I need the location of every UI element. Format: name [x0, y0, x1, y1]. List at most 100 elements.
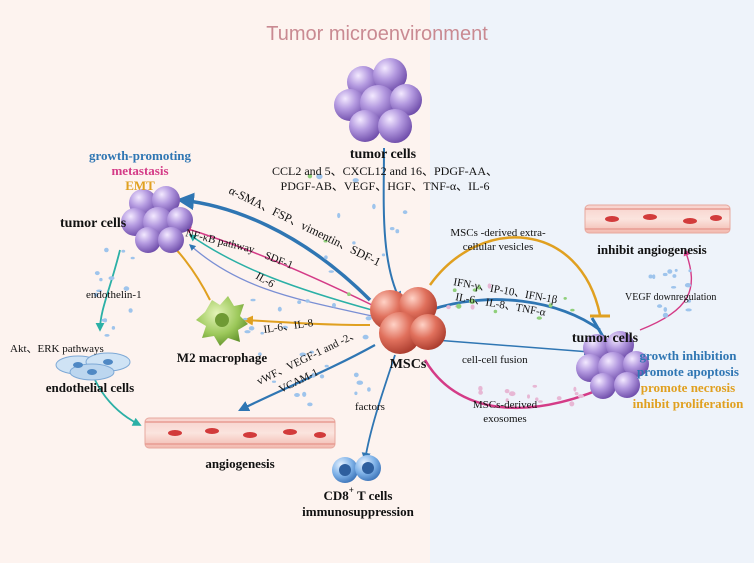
- vesicle-dot: [569, 401, 575, 407]
- secreted-vesicles: [93, 173, 692, 407]
- vesicle-dot: [309, 350, 314, 354]
- vesicle-dot: [243, 317, 248, 321]
- vesicle-dot: [478, 385, 483, 392]
- vesicle-dot: [316, 173, 323, 180]
- vesicle-dot: [121, 249, 126, 253]
- vesicle-dot: [347, 292, 351, 297]
- cd8-superscript: +: [349, 485, 354, 495]
- vesicle-dot: [556, 396, 562, 401]
- exosomes-line-1: MSCs-derived: [473, 399, 538, 411]
- vesicle-dot: [536, 316, 542, 320]
- vesicle-dot: [282, 325, 288, 329]
- vesicle-dot: [577, 394, 585, 399]
- vesicle-dot: [299, 352, 307, 357]
- inhibit-ifn-arrow: [429, 298, 601, 332]
- vesicle-dot: [94, 271, 100, 276]
- vesicle-dot: [260, 331, 265, 335]
- vesicle-dot: [662, 272, 668, 277]
- inhibit-angiogenesis-vessel: [584, 204, 731, 234]
- vesicle-dot: [570, 308, 575, 312]
- vesicle-dot: [662, 312, 669, 318]
- vesicle-dot: [294, 393, 300, 397]
- cd8-t-cells-illustration: [332, 455, 381, 483]
- vesicle-dot: [311, 372, 316, 378]
- arrow-mscs-to-angiogenesis: [238, 344, 376, 411]
- angiogenesis-label: angiogenesis: [205, 456, 274, 471]
- exosomes-line-2: exosomes: [483, 413, 526, 425]
- vesicle-dot: [99, 277, 103, 282]
- vesicle-dot: [250, 298, 256, 302]
- mscs-cluster: [370, 287, 446, 354]
- vesicle-dot: [663, 307, 668, 312]
- vesicle-dot: [367, 387, 371, 392]
- tumor-cells-right-cluster: [576, 331, 649, 399]
- vesicle-dot: [354, 391, 358, 396]
- vesicle-dot: [574, 392, 579, 396]
- vesicle-dot: [277, 306, 282, 312]
- effect-growth-inhibition: growth inhibition: [640, 348, 738, 363]
- vesicle-dot: [508, 391, 516, 397]
- cytokines-line-1: CCL2 and 5、CXCL12 and 16、PDGF-AA、: [272, 164, 498, 178]
- effect-growth-promoting: growth-promoting: [89, 148, 192, 163]
- factors-label: factors: [355, 401, 385, 413]
- vesicle-dot: [111, 326, 116, 330]
- vesicle-dot: [123, 286, 130, 291]
- vesicle-dot: [684, 283, 692, 288]
- vesicle-dot: [573, 386, 577, 392]
- vesicle-dot: [667, 269, 673, 274]
- vesicle-dot: [248, 326, 255, 331]
- vesicle-dot: [352, 178, 359, 183]
- arrow-endothelial-to-angiogenesis: [94, 379, 142, 426]
- vesicle-dot: [297, 300, 302, 304]
- vesicle-dot: [362, 334, 369, 340]
- inhibit-exosomes-arrow: [423, 359, 621, 410]
- vesicle-dot: [505, 398, 509, 403]
- effect-metastasis: metastasis: [111, 163, 168, 178]
- m2-macrophage-cell: [196, 296, 248, 346]
- tumor-cells-top-label: tumor cells: [350, 147, 417, 162]
- effect-promote-necrosis: promote necrosis: [641, 380, 735, 395]
- cd8-t-cells-label: CD8+ T cells: [324, 485, 393, 503]
- arrow-sdf1: [188, 234, 373, 311]
- vesicle-dot: [372, 203, 376, 210]
- vesicle-dot: [258, 352, 262, 356]
- arrow-mscs-to-m2: [243, 315, 371, 326]
- right-region-background: [430, 0, 754, 563]
- diagram-title: Tumor microenvironment: [266, 23, 488, 45]
- evs-line-1: MSCs -derived extra-: [450, 227, 546, 239]
- vesicle-dot: [93, 292, 99, 297]
- vesicle-dot: [365, 316, 372, 321]
- vesicle-dot: [319, 374, 325, 379]
- inhibit-evs-arrow: [428, 236, 602, 316]
- vesicle-dot: [446, 305, 451, 310]
- endothelial-cells-label: endothelial cells: [46, 380, 134, 395]
- vesicle-dot: [470, 304, 475, 310]
- cd8-rest-text: T cells: [354, 488, 393, 503]
- vesicle-dot: [337, 212, 341, 219]
- tumor-cells-top-cluster: [334, 58, 422, 143]
- vesicle-dot: [648, 274, 653, 279]
- vesicle-dot: [323, 239, 328, 243]
- cell-fusion-label: cell-cell fusion: [462, 354, 528, 366]
- vesicle-dot: [478, 390, 483, 395]
- vesicle-dot: [548, 303, 553, 308]
- vesicle-dot: [402, 210, 408, 215]
- vesicle-dot: [96, 289, 102, 293]
- vesicle-dot: [527, 394, 530, 399]
- vesicle-dot: [493, 309, 498, 314]
- vesicle-dot: [395, 229, 400, 234]
- vesicle-dot: [302, 391, 307, 397]
- vesicle-dot: [563, 297, 567, 300]
- vesicle-dot: [535, 397, 539, 402]
- vesicle-dot: [472, 288, 478, 292]
- vesicle-dot: [672, 274, 677, 278]
- vesicle-dot: [657, 304, 663, 308]
- arrow-tumor-to-mscs: [382, 147, 401, 302]
- vesicle-dot: [324, 364, 329, 368]
- effect-promote-apoptosis: promote apoptosis: [637, 364, 739, 379]
- vesicle-dot: [328, 270, 334, 273]
- arrow-cell-fusion: [434, 339, 592, 356]
- vesicle-dot: [104, 334, 110, 337]
- vesicle-dot: [504, 389, 510, 394]
